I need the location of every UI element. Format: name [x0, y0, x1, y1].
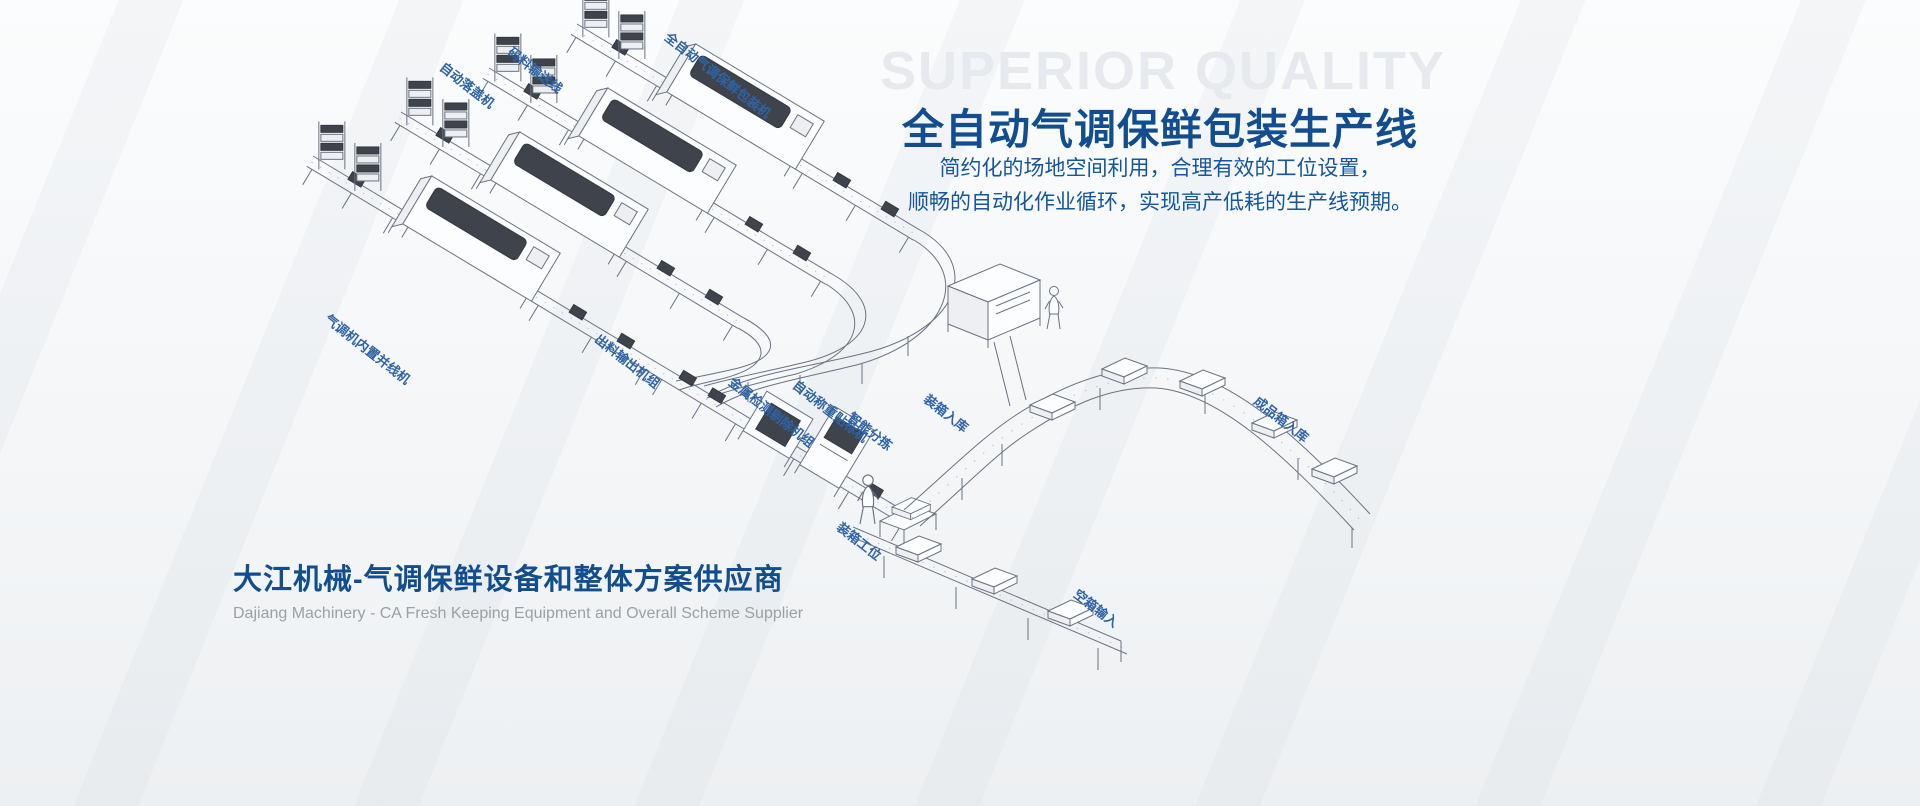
empty-box-infeed-conveyor: [852, 526, 1128, 670]
weighing-labeling-machine: [794, 405, 875, 498]
metal-detector-machine: [737, 390, 814, 468]
brand-title-en: Dajiang Machinery - CA Fresh Keeping Equ…: [233, 605, 804, 622]
brand-footer: 大江机械-气调保鲜设备和整体方案供应商 Dajiang Machinery - …: [233, 556, 803, 623]
watermark-text: SUPERIOR QUALITY: [880, 41, 1447, 101]
subtitle-line-2: 顺畅的自动化作业循环，实现高产低耗的生产线预期。: [908, 191, 1412, 214]
brand-title-zh: 大江机械-气调保鲜设备和整体方案供应商: [233, 564, 784, 596]
page-title: 全自动气调保鲜包装生产线: [901, 106, 1418, 153]
merge-curve-conveyors: [675, 229, 956, 408]
main-output-conveyor: [649, 361, 914, 542]
subtitle-line-1: 简约化的场地空间利用，合理有效的工位设置，: [939, 157, 1381, 180]
packing-station: [857, 474, 938, 546]
worker-figure-erector: [1044, 286, 1064, 330]
finished-goods-curve-conveyor: [903, 357, 1371, 548]
hero-subtitle: 简约化的场地空间利用，合理有效的工位设置， 顺畅的自动化作业循环，实现高产低耗的…: [860, 152, 1460, 220]
carton-erector-machine: [946, 263, 1064, 407]
